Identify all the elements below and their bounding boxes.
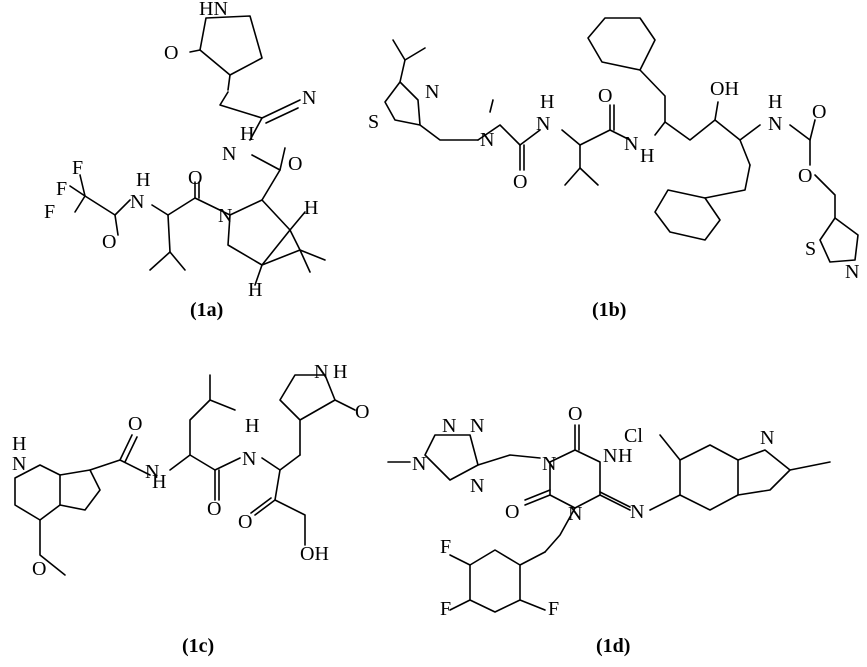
caption-1a: (1a) [190, 299, 223, 321]
atom-label: N [130, 191, 144, 213]
atom-label: OH [300, 543, 329, 565]
atom-label: N [845, 261, 859, 283]
atom-label: N [425, 81, 439, 103]
atom-label: OH [710, 78, 739, 100]
structure-1a: HN O N H N O F F F H N O O N H H (1a) [44, 0, 326, 321]
atom-label: F [440, 536, 451, 558]
atom-label: O [188, 167, 202, 189]
atom-label: S [805, 238, 816, 260]
atom-label: H [245, 415, 259, 437]
atom-label: N [760, 427, 774, 449]
atom-label: N [145, 461, 159, 483]
atom-label: F [56, 178, 67, 200]
atom-label: H [240, 123, 254, 145]
atom-label: F [72, 157, 83, 179]
atom-label: O [513, 171, 527, 193]
atom-label: O [32, 558, 46, 580]
structure-1b: S N N H N O O N H OH H N O O S N (1b) [368, 17, 859, 321]
atom-label: N [222, 143, 236, 165]
atom-label: N [568, 503, 582, 525]
atom-label: Cl [624, 425, 643, 447]
atom-label: H [12, 433, 26, 455]
atom-label: N [630, 501, 644, 523]
atom-label: H [640, 145, 654, 167]
atom-label: S [368, 111, 379, 133]
atom-label: N [302, 87, 316, 109]
atom-label: F [440, 598, 451, 620]
atom-label: N [12, 453, 26, 475]
atom-label: F [44, 201, 55, 223]
atom-label: O [128, 413, 142, 435]
atom-label: O [568, 403, 582, 425]
atom-label: O [798, 165, 812, 187]
atom-label: O [102, 231, 116, 253]
atom-label: N [218, 205, 232, 227]
atom-label: O [288, 153, 302, 175]
atom-label: N [470, 475, 484, 497]
atom-label: N [624, 133, 638, 155]
atom-label: N [314, 361, 328, 383]
atom-label: O [207, 498, 221, 520]
atom-label: O [238, 511, 252, 533]
atom-label: N [470, 415, 484, 437]
atom-label: H [333, 361, 347, 383]
atom-label: N [542, 453, 556, 475]
atom-label: H [540, 91, 554, 113]
atom-label: N [603, 445, 617, 467]
caption-1b: (1b) [592, 299, 626, 321]
atom-label: N [480, 129, 494, 151]
atom-label: N [242, 448, 256, 470]
atom-label: H [768, 91, 782, 113]
structure-1c: H N O H N O H N N H O O OH O (1c) [12, 361, 369, 657]
atom-label: N [768, 113, 782, 135]
atom-label: H [248, 279, 262, 301]
atom-label: O [505, 501, 519, 523]
atom-label: O [164, 42, 178, 64]
caption-1c: (1c) [182, 635, 214, 657]
atom-label: N [536, 113, 550, 135]
atom-label: H [152, 471, 166, 493]
atom-label: HN [199, 0, 228, 20]
atom-label: H [136, 169, 150, 191]
atom-label: O [355, 401, 369, 423]
atom-label: H [618, 445, 632, 467]
atom-label: N [412, 453, 426, 475]
structure-1d: N N N N O N H Cl N N O N N F F F (1d) [387, 403, 831, 657]
atom-label: O [598, 85, 612, 107]
caption-1d: (1d) [596, 635, 630, 657]
atom-label: H [304, 197, 318, 219]
atom-label: O [812, 101, 826, 123]
atom-label: F [548, 598, 559, 620]
atom-label: N [442, 415, 456, 437]
